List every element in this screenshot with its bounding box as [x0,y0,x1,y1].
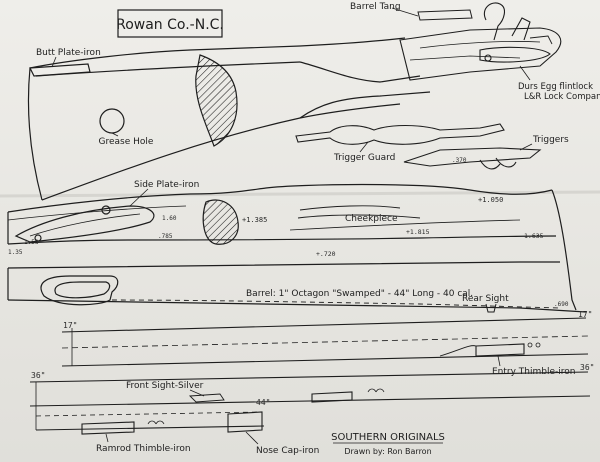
dim-1-815: +1.815 [406,228,430,236]
dim-1-35: 1.35 [8,249,23,256]
buttstock [27,37,431,201]
triggers-part [403,147,542,170]
nose-cap-label: Nose Cap-iron [256,446,319,456]
dim-17-left: 17" [63,321,77,330]
drawn-by: Drawn by: Ron Barron [344,447,431,456]
dim-36-right: 36" [580,363,594,372]
stock-side-view [7,183,577,311]
barrel-section-lower [29,371,591,435]
barrel-label: Barrel: 1" Octagon "Swamped" - 44" Long … [246,289,473,299]
grease-hole-label: Grease Hole [99,137,154,147]
barrel-tang-part [417,9,473,21]
dim-1-635: 1.635 [524,232,544,240]
side-plate-label: Side Plate-iron [134,180,199,190]
series-title: SOUTHERN ORIGINALS [331,432,445,443]
dim-1-050: +1.050 [478,196,503,204]
cheekpiece-label: Cheekpiece [345,214,398,224]
cheek-hatch [195,54,238,147]
front-sight-label: Front Sight-Silver [126,381,204,391]
page-title: Rowan Co.-N.C. [116,17,224,33]
dim-720: +.720 [316,250,336,258]
dim-1-58: 1.58 [24,239,39,246]
dim-44: 44" [256,398,270,407]
barrel-tang-label: Barrel Tang [350,2,401,12]
dim-370: .370 [452,157,467,164]
dim-36-left: 36" [31,371,45,380]
dim-17-right: 17" [578,310,592,319]
lock-assembly [399,2,562,81]
rear-sight-part [485,303,497,313]
butt-plate-label: Butt Plate-iron [36,48,101,58]
rear-sight-label: Rear Sight [462,294,509,304]
dim-690: .690 [554,301,569,308]
forend-channel [7,261,587,313]
lock-label-2: L&R Lock Company [524,92,600,102]
trigger-guard-part [295,123,505,145]
paper-fold [0,190,600,198]
wrist-hatch [202,199,239,245]
dim-785: .785 [158,233,173,240]
grease-hole-circle [99,108,125,134]
dim-1-60: 1.60 [162,215,177,222]
title-box: Rowan Co.-N.C. [116,9,224,38]
triggers-label: Triggers [532,135,569,145]
dim-1-385: +1.385 [242,216,267,224]
entry-thimble-label: Entry Thimble-iron [492,367,576,377]
barrel-section-upper [61,317,589,367]
lock-label-1: Durs Egg flintlock [518,82,593,92]
ramrod-thimble-label: Ramrod Thimble-iron [96,444,191,454]
grease-hole-leader [111,132,119,137]
trigger-guard-label: Trigger Guard [333,153,395,163]
